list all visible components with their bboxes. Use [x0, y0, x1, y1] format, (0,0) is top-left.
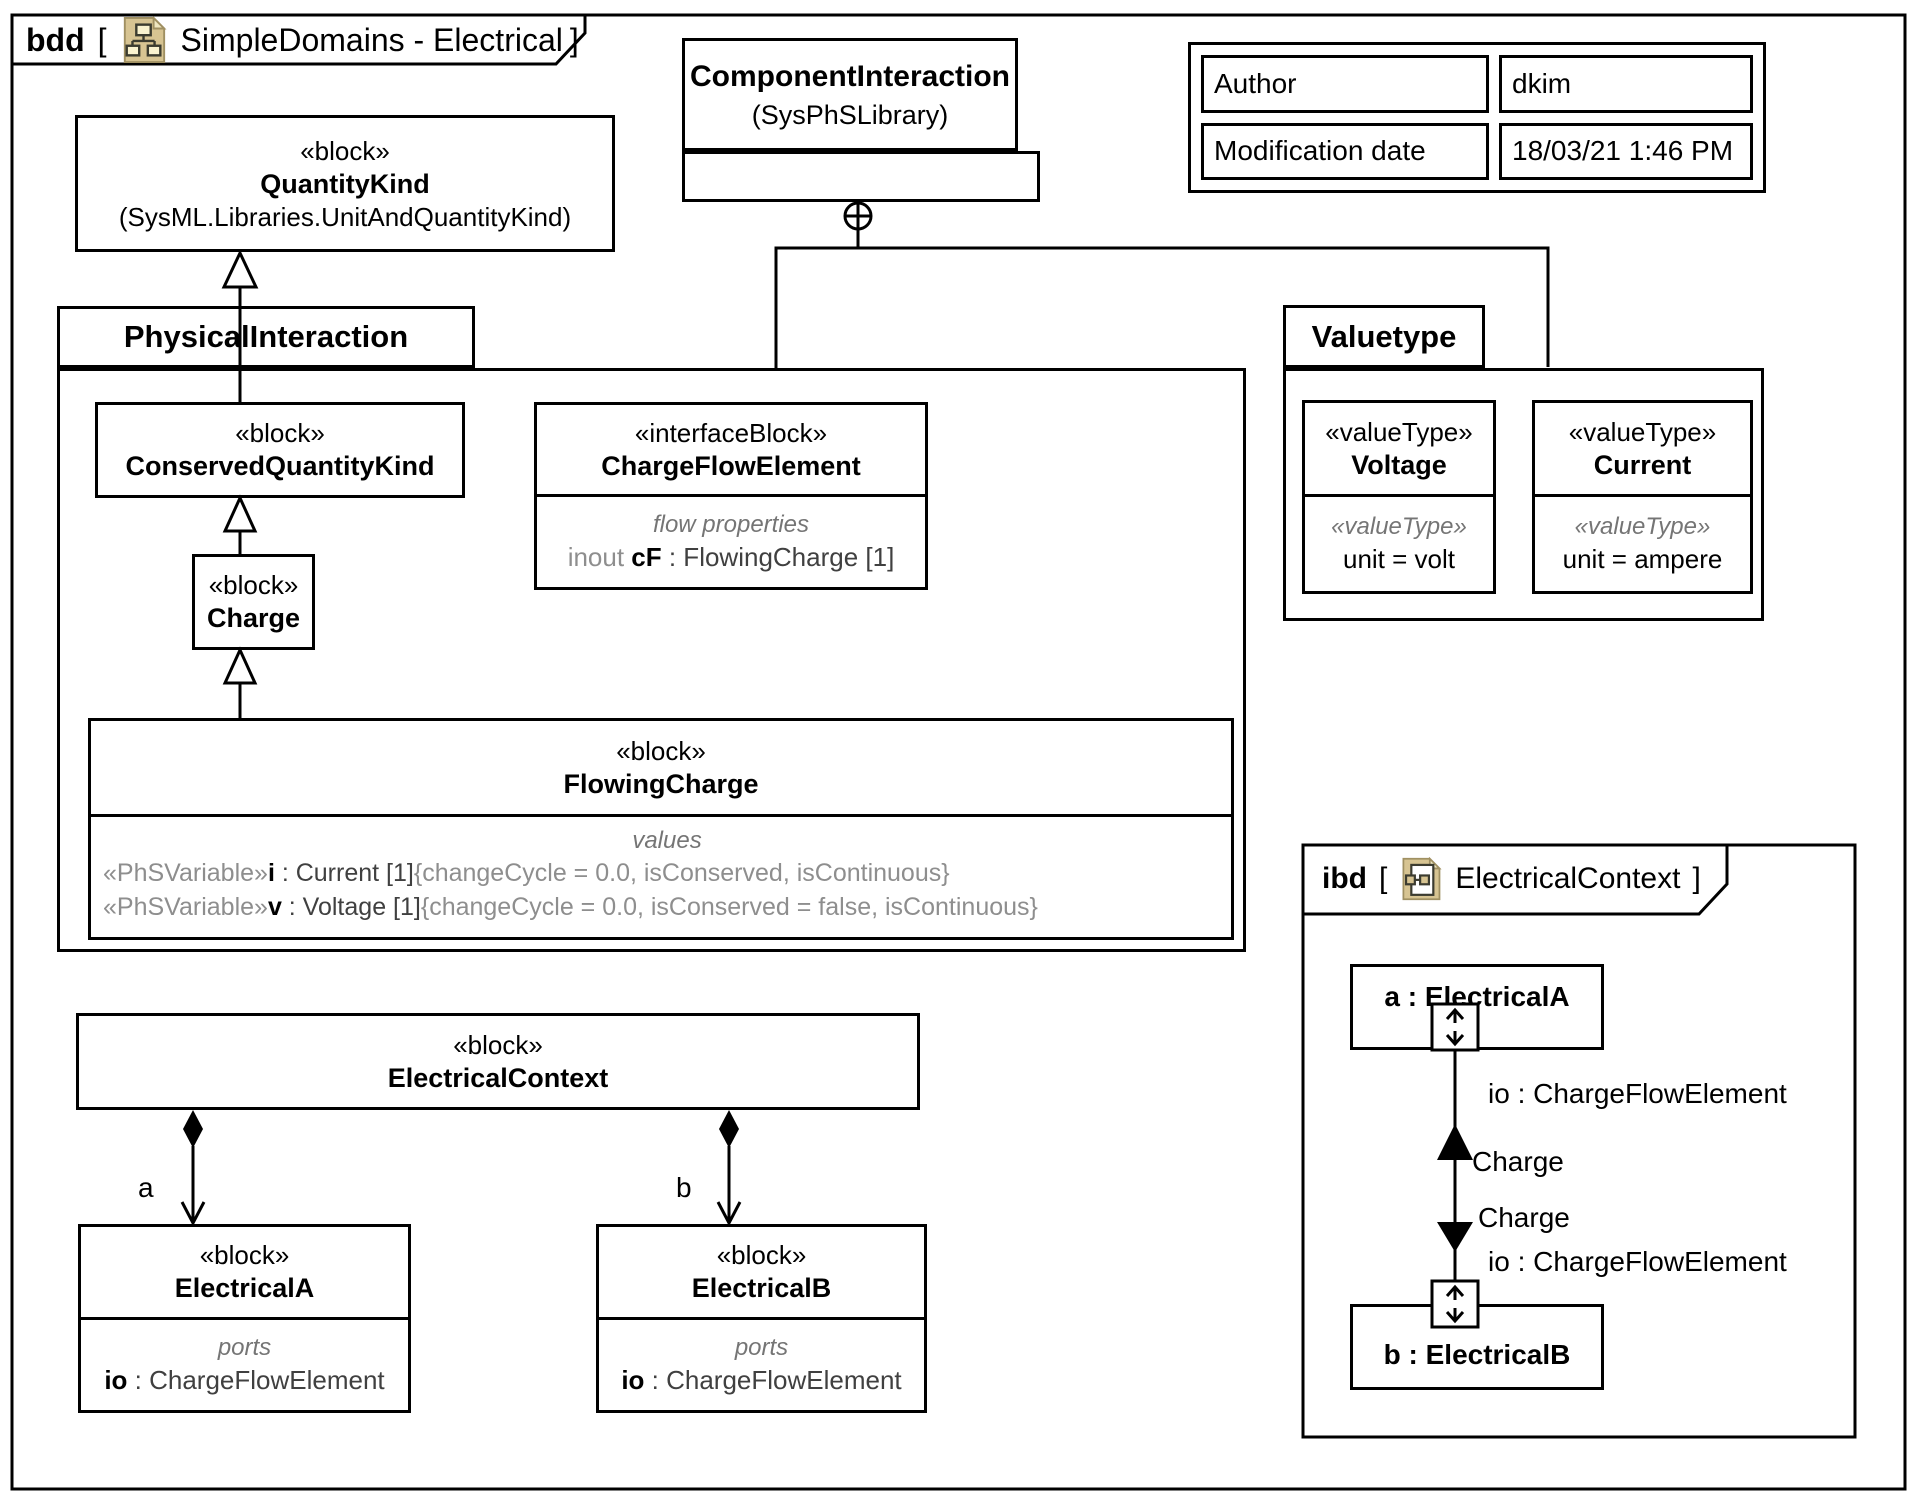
valuetype-voltage[interactable]: «valueType» Voltage «valueType» unit = v… [1302, 400, 1496, 594]
quantitykind-stereotype: «block» [300, 135, 390, 166]
ibd-connector-a-b[interactable] [1437, 1050, 1473, 1283]
chargeflowelement-name: ChargeFlowElement [601, 450, 861, 481]
physicalinteraction-name: PhysicalInteraction [123, 319, 409, 354]
flowingcharge-stereotype: «block» [616, 735, 706, 766]
bdd-title: SimpleDomains - Electrical [180, 21, 563, 58]
ibd-part-a-name: a : ElectricalA [1384, 981, 1570, 1012]
block-conservedquantitykind[interactable]: «block» ConservedQuantityKind [95, 402, 465, 498]
componentinteraction-library: (SysPhSLibrary) [751, 99, 949, 130]
valuetype-current[interactable]: «valueType» Current «valueType» unit = a… [1532, 400, 1753, 594]
bdd-open-bracket: [ [97, 21, 107, 58]
info-author-label: Author [1201, 55, 1489, 113]
flowingcharge-value-v: «PhSVariable»v : Voltage [1]{changeCycle… [103, 893, 1038, 921]
ibd-part-b[interactable]: b : ElectricalB [1350, 1304, 1604, 1390]
flowingcharge-compartment-label: values [632, 827, 702, 854]
ibd-open-bracket: [ [1379, 862, 1388, 895]
ibd-part-a[interactable]: a : ElectricalA [1350, 964, 1604, 1050]
electricalb-port: io : ChargeFlowElement [621, 1365, 902, 1395]
block-chargeflowelement[interactable]: «interfaceBlock» ChargeFlowElement flow … [534, 402, 928, 590]
voltage-sub-stereotype: «valueType» [1331, 513, 1467, 540]
componentinteraction-name: ComponentInteraction [690, 59, 1010, 93]
composition-electricalcontext-a[interactable] [180, 1110, 206, 1227]
ibd-frame-header: ibd [ ElectricalContext ] [1322, 854, 1701, 904]
bdd-diagram-icon [120, 16, 168, 64]
association-a-label: a [138, 1172, 154, 1203]
conservedquantitykind-name: ConservedQuantityKind [125, 451, 435, 481]
current-stereotype: «valueType» [1568, 416, 1717, 447]
electricala-name: ElectricalA [174, 1273, 315, 1303]
ibd-keyword: ibd [1322, 862, 1367, 895]
open-arrowhead-icon [180, 1201, 206, 1227]
package-physicalinteraction-tab[interactable]: PhysicalInteraction [57, 306, 475, 368]
electricala-stereotype: «block» [199, 1240, 290, 1270]
chargeflowelement-flow-property: inout cF : FlowingCharge [1] [567, 542, 895, 572]
charge-stereotype: «block» [208, 570, 299, 600]
quantitykind-library: (SysML.Libraries.UnitAndQuantityKind) [118, 201, 572, 232]
block-electricalb[interactable]: «block» ElectricalB ports io : ChargeFlo… [596, 1224, 927, 1413]
block-electricalcontext[interactable]: «block» ElectricalContext [76, 1013, 920, 1110]
chargeflowelement-stereotype: «interfaceBlock» [634, 417, 828, 448]
info-author-value: dkim [1499, 55, 1753, 113]
electricalb-name: ElectricalB [691, 1273, 832, 1303]
info-moddate-label: Modification date [1201, 122, 1489, 180]
generalization-triangle-icon [221, 249, 259, 289]
item-flow-up-arrow-icon [1437, 1124, 1473, 1160]
current-name: Current [1593, 449, 1692, 480]
ibd-part-b-name: b : ElectricalB [1383, 1339, 1571, 1370]
current-sub-stereotype: «valueType» [1574, 513, 1711, 540]
ibd-diagram-icon [1399, 857, 1443, 901]
ibd-port-b-label: io : ChargeFlowElement [1488, 1246, 1787, 1277]
flowingcharge-value-i: «PhSVariable»i : Current [1]{changeCycle… [103, 859, 950, 887]
electricala-port: io : ChargeFlowElement [104, 1365, 385, 1395]
diagram-info-table[interactable]: Author dkim Modification date 18/03/21 1… [1188, 42, 1766, 193]
port-inout-up-arrow-icon [1445, 1284, 1465, 1300]
containment-circle-plus-icon [843, 201, 873, 231]
package-valuetype-tab[interactable]: Valuetype [1283, 305, 1485, 368]
current-unit: unit = ampere [1562, 544, 1723, 574]
block-quantitykind[interactable]: «block» QuantityKind (SysML.Libraries.Un… [75, 115, 615, 252]
flowingcharge-name: FlowingCharge [563, 768, 759, 799]
block-charge[interactable]: «block» Charge [192, 554, 315, 650]
charge-name: Charge [206, 603, 301, 633]
bdd-keyword: bdd [26, 21, 85, 58]
valuetype-name: Valuetype [1311, 318, 1457, 354]
electricalcontext-stereotype: «block» [453, 1029, 543, 1060]
association-b-label: b [676, 1172, 692, 1203]
ibd-port-a-label: io : ChargeFlowElement [1488, 1078, 1787, 1109]
composition-electricalcontext-b[interactable] [716, 1110, 742, 1227]
open-arrowhead-icon [716, 1201, 742, 1227]
composite-diamond-icon [183, 1110, 203, 1148]
ibd-flow-to-b-label: Charge [1478, 1202, 1570, 1233]
bdd-close-bracket: ] [569, 21, 579, 58]
block-flowingcharge[interactable]: «block» FlowingCharge values «PhSVariabl… [88, 718, 1234, 940]
electricalb-compartment-label: ports [734, 1334, 789, 1361]
chargeflowelement-compartment-label: flow properties [652, 511, 810, 538]
componentinteraction-empty-compartment[interactable] [682, 151, 1040, 202]
item-flow-down-arrow-icon [1437, 1222, 1473, 1252]
voltage-name: Voltage [1351, 449, 1447, 480]
bdd-frame-header: bdd [ SimpleDomains - Electrical ] [26, 16, 579, 64]
ibd-flow-to-a-label: Charge [1472, 1146, 1564, 1177]
block-electricala[interactable]: «block» ElectricalA ports io : ChargeFlo… [78, 1224, 411, 1413]
composite-diamond-icon [719, 1110, 739, 1148]
quantitykind-name: QuantityKind [260, 168, 430, 199]
electricala-compartment-label: ports [217, 1334, 272, 1361]
conservedquantitykind-stereotype: «block» [235, 418, 325, 448]
ibd-close-bracket: ] [1692, 862, 1701, 895]
block-componentinteraction[interactable]: ComponentInteraction (SysPhSLibrary) [682, 38, 1018, 151]
voltage-stereotype: «valueType» [1325, 416, 1473, 447]
electricalcontext-name: ElectricalContext [387, 1062, 609, 1093]
ibd-title: ElectricalContext [1455, 862, 1681, 895]
electricalb-stereotype: «block» [716, 1240, 807, 1270]
voltage-unit: unit = volt [1342, 544, 1455, 574]
info-moddate-value: 18/03/21 1:46 PM [1499, 122, 1753, 180]
